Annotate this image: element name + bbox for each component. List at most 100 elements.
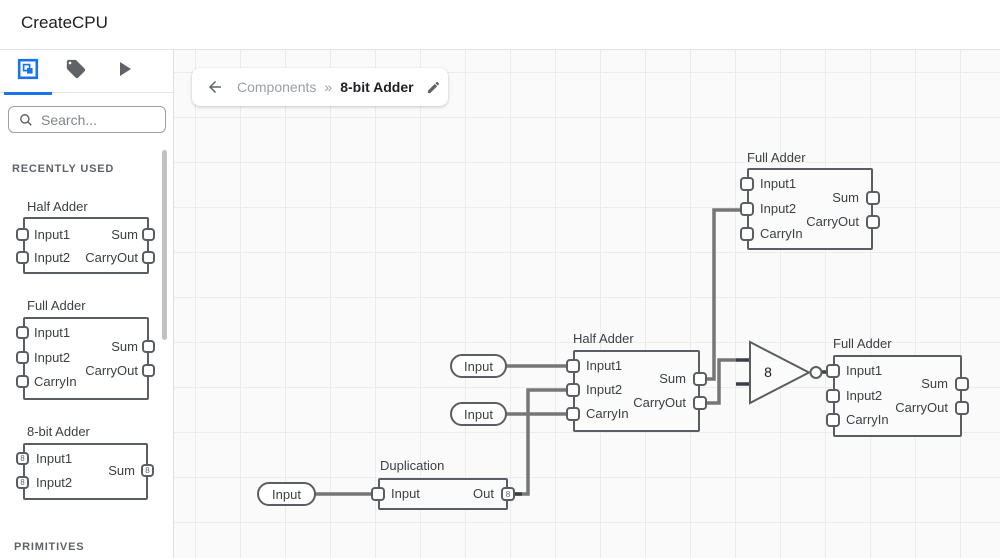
breadcrumb: Components » 8-bit Adder xyxy=(192,68,448,106)
breadcrumb-current: 8-bit Adder xyxy=(340,79,414,95)
port-label: CarryIn xyxy=(586,406,629,421)
port-label: Input1 xyxy=(34,325,71,340)
library-node-box xyxy=(23,317,149,400)
port-label: Sum xyxy=(111,339,138,354)
port-out-8bit[interactable]: 8 xyxy=(501,487,515,501)
port-input1 xyxy=(16,228,29,241)
port-sum xyxy=(142,340,155,353)
port-label: Input2 xyxy=(760,201,797,216)
port-label: Input1 xyxy=(846,363,883,378)
node-title: Full Adder xyxy=(747,150,806,165)
port-carryout[interactable] xyxy=(955,401,969,415)
tag-icon xyxy=(65,58,87,85)
port-input2 xyxy=(16,251,29,264)
port-input1[interactable] xyxy=(566,359,580,373)
library-item-title: Full Adder xyxy=(27,298,86,313)
port-label: CarryOut xyxy=(85,363,138,378)
sidebar-tabbar xyxy=(0,50,173,95)
node-title: Duplication xyxy=(380,458,445,473)
port-label: Input2 xyxy=(846,388,883,403)
active-tab-indicator xyxy=(4,92,52,95)
port-label: Input1 xyxy=(34,227,71,242)
back-button[interactable] xyxy=(206,78,224,96)
breadcrumb-separator: » xyxy=(324,79,333,95)
port-label: Input1 xyxy=(586,358,623,373)
tab-components[interactable] xyxy=(4,50,52,95)
app-title: CreateCPU xyxy=(21,13,108,32)
tab-tags[interactable] xyxy=(52,50,100,93)
input-pin-label: Input xyxy=(464,406,493,422)
input-pin-3[interactable]: Input xyxy=(257,482,316,506)
merger-triangle[interactable] xyxy=(749,340,812,405)
pencil-icon xyxy=(427,81,439,93)
port-input2[interactable] xyxy=(566,383,580,397)
sidebar-scrollbar[interactable] xyxy=(162,150,167,340)
port-label: CarryOut xyxy=(895,400,948,415)
port-carryin[interactable] xyxy=(826,413,840,427)
node-box[interactable] xyxy=(573,350,700,432)
node-box[interactable] xyxy=(378,478,508,510)
port-label: CarryIn xyxy=(846,412,889,427)
schematic-canvas[interactable] xyxy=(174,50,1000,558)
port-label: Input xyxy=(391,486,420,501)
edit-name-button[interactable] xyxy=(426,80,441,95)
port-sum[interactable] xyxy=(955,377,969,391)
merger-node[interactable] xyxy=(749,340,823,405)
port-label: Input2 xyxy=(36,475,73,490)
port-sum[interactable] xyxy=(693,372,707,386)
arrow-left-icon xyxy=(209,81,221,93)
port-input[interactable] xyxy=(371,487,385,501)
port-label: Input2 xyxy=(34,350,71,365)
node-box[interactable] xyxy=(833,355,962,437)
tab-run[interactable] xyxy=(100,50,148,93)
component-sidebar: RECENTLY USED Half Adder Input1 Input2 S… xyxy=(0,50,174,558)
port-label: Sum xyxy=(111,227,138,242)
port-carryin[interactable] xyxy=(740,227,754,241)
port-sum[interactable] xyxy=(866,191,880,205)
port-input2[interactable] xyxy=(740,202,754,216)
recently-used-label: RECENTLY USED xyxy=(12,163,115,175)
input-pin-label: Input xyxy=(464,358,493,374)
port-carryin xyxy=(16,375,29,388)
port-carryin[interactable] xyxy=(566,407,580,421)
port-sum xyxy=(142,228,155,241)
search-input[interactable] xyxy=(41,108,161,131)
port-label: Input2 xyxy=(586,382,623,397)
port-label: Input1 xyxy=(36,451,73,466)
port-label: Sum xyxy=(659,371,686,386)
input-pin-2[interactable]: Input xyxy=(450,402,507,426)
port-label: Input1 xyxy=(760,176,797,191)
merger-bubble[interactable] xyxy=(809,366,823,379)
library-item-title: Half Adder xyxy=(27,199,88,214)
port-label: Out xyxy=(473,486,494,501)
port-sum-8bit: 8 xyxy=(141,464,154,477)
node-box[interactable] xyxy=(747,168,873,250)
primitives-label: PRIMITIVES xyxy=(14,541,85,553)
port-label: CarryOut xyxy=(85,250,138,265)
app-header: CreateCPU xyxy=(0,0,1000,50)
port-input2[interactable] xyxy=(826,389,840,403)
port-input1[interactable] xyxy=(740,177,754,191)
port-label: CarryIn xyxy=(760,226,803,241)
port-input1[interactable] xyxy=(826,364,840,378)
port-label: Sum xyxy=(832,190,859,205)
merger-bit-width: 8 xyxy=(764,364,772,380)
wire-carryout-to-merger[interactable] xyxy=(707,358,737,405)
port-carryout xyxy=(142,364,155,377)
port-input1-8bit: 8 xyxy=(16,452,29,465)
search-box xyxy=(8,106,166,133)
wire-sum-to-fulladder-top[interactable] xyxy=(707,208,740,381)
breadcrumb-parent[interactable]: Components xyxy=(237,79,317,95)
port-label: Sum xyxy=(108,463,135,478)
library-item-title: 8-bit Adder xyxy=(27,424,90,439)
port-label: CarryIn xyxy=(34,374,77,389)
port-carryout xyxy=(142,251,155,264)
port-carryout[interactable] xyxy=(866,215,880,229)
port-input2-8bit: 8 xyxy=(16,476,29,489)
input-pin-label: Input xyxy=(272,486,301,502)
port-input2 xyxy=(16,351,29,364)
port-input1 xyxy=(16,326,29,339)
input-pin-1[interactable]: Input xyxy=(450,354,507,378)
port-carryout[interactable] xyxy=(693,396,707,410)
